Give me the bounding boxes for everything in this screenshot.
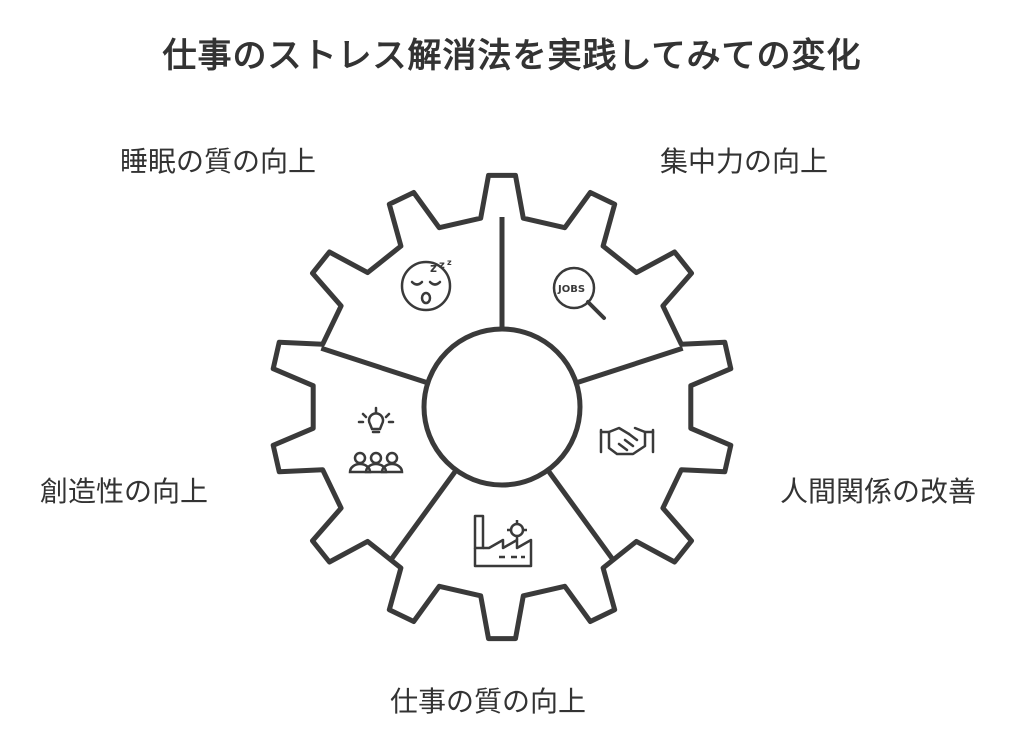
factory-icon — [473, 514, 533, 568]
center-hub — [421, 326, 583, 488]
page-title: 仕事のストレス解消法を実践してみての変化 — [162, 36, 862, 76]
label-relationships: 人間関係の改善 — [780, 475, 977, 508]
svg-text:z: z — [447, 258, 452, 267]
gear-divider — [388, 468, 459, 563]
label-focus: 集中力の向上 — [660, 145, 829, 178]
svg-text:z: z — [439, 260, 445, 271]
job-search-icon: JOBS — [552, 266, 606, 320]
label-work-quality: 仕事の質の向上 — [390, 685, 587, 718]
gear-divider — [320, 345, 429, 386]
label-creativity: 創造性の向上 — [40, 475, 209, 508]
handshake-icon — [599, 426, 655, 456]
team-idea-icon — [348, 406, 404, 474]
gear-divider — [545, 468, 616, 563]
sleeping-face-icon: z z z — [400, 258, 452, 312]
label-sleep-quality: 睡眠の質の向上 — [120, 145, 317, 178]
svg-text:JOBS: JOBS — [557, 284, 585, 295]
gear-dividers — [320, 217, 684, 563]
gear-divider — [575, 345, 684, 386]
svg-text:z: z — [430, 261, 437, 275]
